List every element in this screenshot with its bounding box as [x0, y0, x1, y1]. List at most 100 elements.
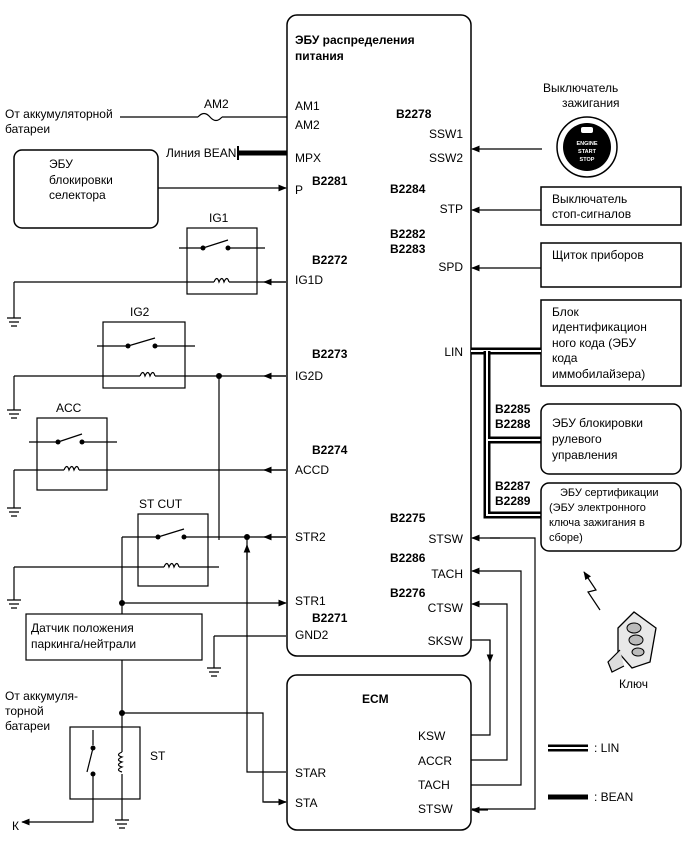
battery-label-line1: От аккумуляторной — [5, 107, 113, 121]
st-coil-icon — [117, 751, 124, 773]
pin-ctsw: CTSW — [428, 601, 464, 615]
st-cut-contact — [122, 528, 219, 538]
selector-lock-ecu-box — [13, 149, 159, 229]
acc-coil-icon — [63, 465, 80, 472]
pin-ssw1: SSW1 — [429, 127, 463, 141]
steering-line2: рулевого — [552, 432, 602, 446]
code-b2288: B2288 — [495, 417, 531, 431]
id-box-line3: ного кода (ЭБУ — [552, 336, 636, 350]
button-text-start: START — [578, 149, 597, 155]
battery2-line3: батареи — [5, 719, 50, 733]
power-distribution-ecu-box — [286, 14, 472, 657]
st-relay-box — [69, 726, 141, 800]
pin-stsw: STSW — [428, 532, 463, 546]
pin-gnd2: GND2 — [295, 628, 329, 642]
battery2-line2: торной — [5, 704, 44, 718]
steering-line3: управления — [552, 448, 617, 462]
id-box-line2: идентификацион — [552, 320, 647, 334]
bean-line-label: Линия BEAN — [166, 146, 236, 160]
acc-label: ACC — [56, 401, 82, 415]
st-cut-label: ST CUT — [139, 497, 183, 511]
id-code-box — [540, 299, 682, 387]
ground-icon — [7, 409, 21, 419]
ignition-switch-line2: зажигания — [562, 96, 620, 110]
ecm-pin-ksw: KSW — [418, 729, 446, 743]
ig2-relay-box — [102, 321, 186, 389]
st-cut-coil-icon — [163, 562, 180, 569]
code-b2285: B2285 — [495, 402, 531, 416]
pin-tach: TACH — [431, 567, 463, 581]
code-b2286: B2286 — [390, 551, 426, 565]
legend-bean-label: : BEAN — [594, 790, 633, 804]
key-fob-icon — [607, 611, 657, 673]
code-b2276: B2276 — [390, 586, 426, 600]
code-b2287: B2287 — [495, 479, 531, 493]
cert-line1: ЭБУ сертификации — [560, 487, 659, 499]
code-b2272: B2272 — [312, 253, 348, 267]
button-text-stop: STOP — [580, 157, 595, 163]
code-b2289: B2289 — [495, 494, 531, 508]
ground-icon — [207, 667, 221, 677]
ecm-title: ECM — [362, 692, 389, 706]
ecm-pin-tach: TACH — [418, 778, 450, 792]
am2-fuse-label: AM2 — [204, 97, 229, 111]
ig2-coil-icon — [139, 371, 156, 378]
ecm-pin-stsw: STSW — [418, 802, 453, 816]
pin-stp: STP — [440, 202, 463, 216]
star-wire — [246, 537, 286, 773]
pin-ssw2: SSW2 — [429, 151, 463, 165]
key-label: Ключ — [619, 677, 648, 691]
k-label: К — [12, 819, 19, 833]
stsw-wire — [472, 537, 536, 810]
ground-icon — [115, 819, 129, 829]
certification-ecu-box — [540, 482, 682, 552]
st-out-wire — [40, 774, 94, 823]
pin-sksw: SKSW — [428, 634, 464, 648]
id-box-line4: кода — [552, 351, 578, 365]
ecu-title-line2: питания — [295, 49, 344, 63]
ecm-pin-star: STAR — [295, 766, 326, 780]
accr-ctsw-wire — [471, 600, 508, 761]
ig1-contact — [179, 239, 265, 249]
tach-wire — [471, 567, 522, 786]
ig1-coil-icon — [213, 277, 230, 284]
cert-line3: ключа зажигания в — [549, 517, 645, 529]
ground-icon — [7, 507, 21, 517]
ig1-relay-box — [186, 227, 258, 295]
pin-mpx: MPX — [295, 151, 321, 165]
code-b2278: B2278 — [396, 107, 432, 121]
pin-am2: AM2 — [295, 118, 320, 132]
cert-line2: (ЭБУ электронного — [549, 502, 646, 514]
ig2-label: IG2 — [130, 305, 150, 319]
pin-spd: SPD — [438, 260, 463, 274]
selector-ecu-line2: блокировки — [49, 173, 113, 187]
ig1-label: IG1 — [209, 211, 229, 225]
id-box-line1: Блок — [552, 305, 580, 319]
acc-relay-box — [36, 417, 108, 491]
ksw-sksw-wire — [471, 639, 491, 736]
gnd2-wire — [213, 635, 286, 668]
am2-fuse-icon — [197, 112, 223, 122]
meter-label: Щиток приборов — [552, 248, 644, 262]
lin-bus — [471, 347, 541, 519]
ig2-contact — [97, 337, 195, 347]
pin-am1: AM1 — [295, 99, 320, 113]
pin-str1: STR1 — [295, 594, 326, 608]
sta-wire — [122, 712, 286, 803]
button-text-engine: ENGINE — [576, 141, 597, 147]
ignition-switch-line1: Выключатель — [543, 81, 618, 95]
st-cut-relay-box — [137, 513, 209, 587]
wireless-signal-icon — [583, 571, 601, 611]
acc-contact — [29, 433, 117, 443]
code-b2284: B2284 — [390, 182, 426, 196]
code-b2271: B2271 — [312, 611, 348, 625]
stop-switch-line2: стоп-сигналов — [552, 207, 631, 221]
selector-ecu-line3: селектора — [49, 188, 106, 202]
cert-line4: сборе) — [549, 532, 583, 544]
pin-accd: ACCD — [295, 463, 329, 477]
steering-lock-ecu-box — [540, 403, 682, 475]
ecu-title-line1: ЭБУ распределения — [295, 33, 415, 47]
meter-box — [540, 242, 682, 288]
ground-icon — [7, 317, 21, 327]
